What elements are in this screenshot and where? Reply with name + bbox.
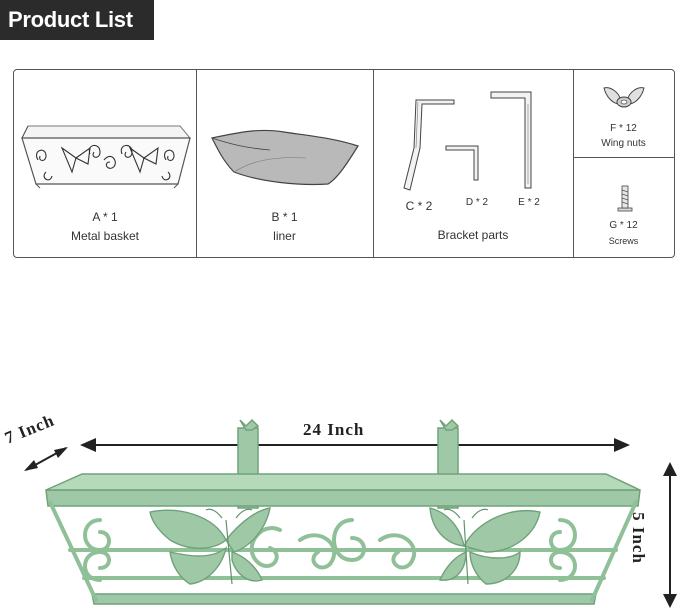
part-b-code: B * 1 <box>271 210 298 224</box>
metal-basket-icon <box>21 125 192 189</box>
part-f-code: F * 12 <box>610 123 637 134</box>
liner-icon <box>211 129 359 186</box>
page-title: Product List <box>0 0 154 40</box>
bracket-parts-label: Bracket parts <box>437 228 509 242</box>
bracket-c-icon <box>403 99 455 191</box>
product-list-table: A * 1 Metal basket B * 1 liner C * 2 D *… <box>13 69 675 258</box>
part-c-code: C * 2 <box>405 199 433 213</box>
bracket-d-icon <box>445 145 479 181</box>
part-f-name: Wing nuts <box>601 138 646 149</box>
screw-icon <box>617 185 633 212</box>
table-divider <box>573 157 674 158</box>
bracket-e-icon <box>490 91 532 189</box>
part-b-name: liner <box>273 229 296 243</box>
width-dimension-label: 24 Inch <box>303 420 365 439</box>
part-a-name: Metal basket <box>70 229 140 243</box>
part-g-code: G * 12 <box>609 220 638 231</box>
part-g-name: Screws <box>608 236 639 246</box>
table-divider <box>373 70 374 257</box>
part-e-code: E * 2 <box>518 197 540 208</box>
part-d-code: D * 2 <box>465 197 489 208</box>
part-a-code: A * 1 <box>92 210 118 224</box>
wing-nut-icon <box>603 87 645 108</box>
table-divider <box>196 70 197 257</box>
table-divider <box>573 70 574 257</box>
